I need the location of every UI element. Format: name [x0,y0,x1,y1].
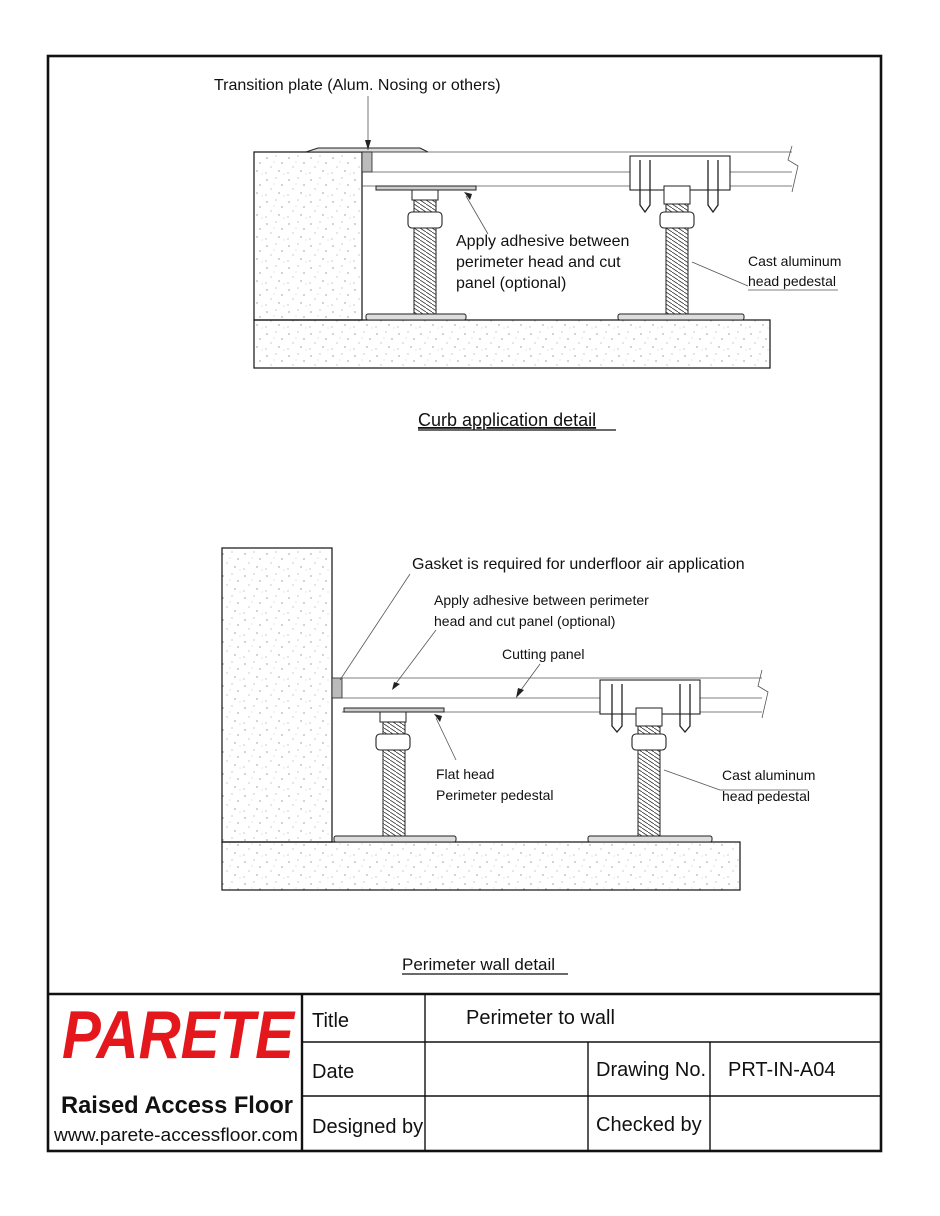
curb-detail-drawing [253,96,799,369]
perimeter-wall-drawing [221,547,769,891]
perimeter-detail-title: Perimeter wall detail [402,955,555,974]
label-cast-pedestal-1: Cast aluminum [748,253,841,269]
company-website: www.parete-accessfloor.com [53,1125,298,1145]
label-cutting-panel: Cutting panel [502,646,585,662]
label-gasket: Gasket is required for underfloor air ap… [412,556,745,573]
perimeter-wall-labels: Gasket is required for underfloor air ap… [402,556,815,975]
checked-by-label: Checked by [596,1114,702,1136]
gasket [331,677,343,699]
label-flat-head-2: Perimeter pedestal [436,787,554,803]
concrete-slab-2 [221,841,741,891]
label-cast-pedestal-2: head pedestal [748,273,836,289]
sheet-border [46,54,883,1153]
label-adhesive-line-3: panel (optional) [456,275,566,292]
transition-plate [305,147,429,153]
concrete-slab [253,319,771,369]
label-cast-pedestal-2b: head pedestal [722,788,810,804]
drawing-no-value: PRT-IN-A04 [728,1059,835,1081]
wall-block [221,547,333,843]
label-cast-pedestal-1b: Cast aluminum [722,767,815,783]
drawing-no-label: Drawing No. [596,1059,706,1081]
curb-block [253,151,363,321]
label-adhesive-line-1b: Apply adhesive between perimeter [434,592,649,608]
curb-detail-title: Curb application detail [418,410,596,430]
transition-gasket [361,151,373,173]
curb-detail-labels: Transition plate (Alum. Nosing or others… [214,77,841,431]
label-flat-head-1: Flat head [436,766,494,782]
designed-by-label: Designed by [312,1116,423,1138]
label-adhesive-line-1: Apply adhesive between [456,233,629,250]
company-name: Raised Access Floor [61,1092,293,1119]
label-adhesive-line-2: perimeter head and cut [456,254,621,271]
title-value: Perimeter to wall [466,1007,615,1029]
title-label: Title [312,1010,349,1032]
title-block: PARETE Raised Access Floor www.parete-ac… [48,992,881,1151]
parete-logo: PARETE [62,997,296,1073]
date-label: Date [312,1061,354,1083]
label-transition-plate: Transition plate (Alum. Nosing or others… [214,77,501,94]
label-adhesive-line-2b: head and cut panel (optional) [434,613,615,629]
